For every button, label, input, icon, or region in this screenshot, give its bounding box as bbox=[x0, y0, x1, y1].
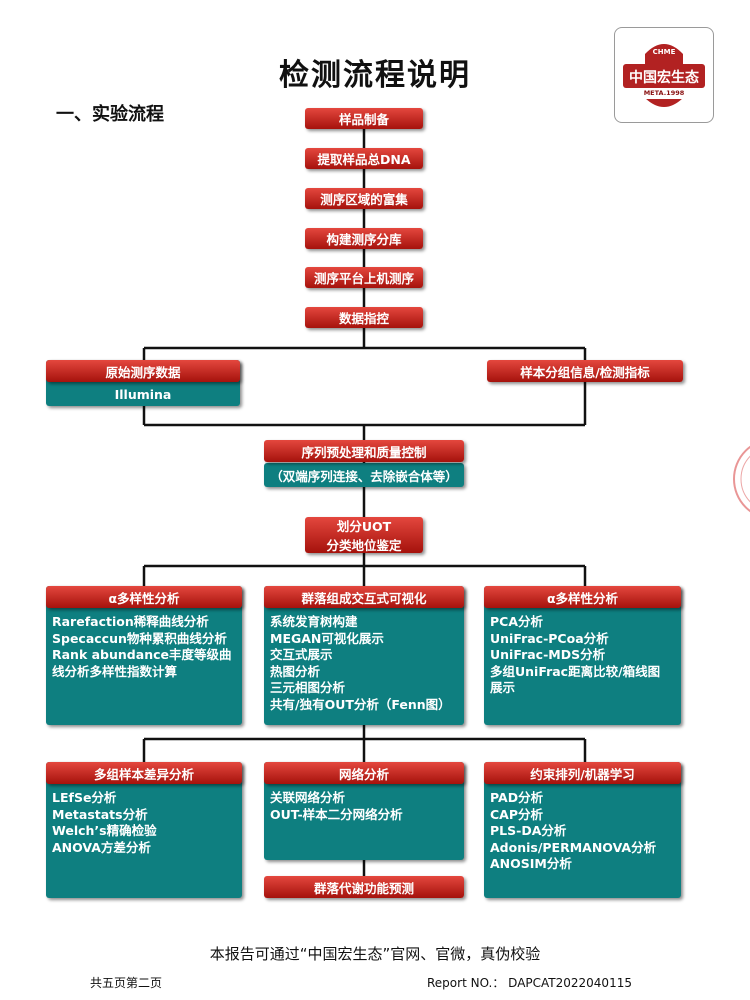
logo-seal-icon bbox=[623, 44, 705, 107]
analysis-line: PCA分析 bbox=[490, 614, 544, 629]
analysis-line: Adonis/PERMANOVA分析 bbox=[490, 839, 657, 855]
group-difference-title: 多组样本差异分析 bbox=[46, 762, 242, 784]
step-dna-extraction: 提取样品总DNA bbox=[305, 148, 423, 169]
community-visualization-title: 群落组成交互式可视化 bbox=[264, 586, 464, 608]
raw-data-content: Illumina bbox=[114, 386, 172, 402]
group-difference-box: LEfSe分析 Metastats分析 Welch’s精确检验 ANOVA方差分… bbox=[46, 762, 242, 898]
analysis-line: ANOSIM分析 bbox=[490, 856, 572, 871]
preprocess-content: （双端序列连接、去除嵌合体等） bbox=[264, 463, 464, 487]
logo-top-text: CHME bbox=[652, 48, 676, 56]
analysis-line: UniFrac-MDS分析 bbox=[490, 647, 606, 662]
analysis-line: Welch’s精确检验 bbox=[52, 823, 157, 838]
constrained-ordination-title: 约束排列/机器学习 bbox=[484, 762, 681, 784]
report-number: Report NO.： DAPCAT2022040115 bbox=[427, 976, 632, 990]
logo-bottom-text: META.1998 bbox=[643, 89, 685, 97]
sample-info-box: 样本分组信息/检测指标 bbox=[487, 360, 683, 382]
analysis-line: 线分析多样性指数计算 bbox=[52, 663, 178, 679]
beta-diversity-box: PCA分析 UniFrac-PCoa分析 UniFrac-MDS分析 多组Uni… bbox=[484, 586, 681, 725]
analysis-line: 交互式展示 bbox=[270, 647, 333, 662]
analysis-line: 展示 bbox=[490, 680, 516, 695]
step-sequencing: 测序平台上机测序 bbox=[305, 267, 423, 288]
page-indicator: 共五页第二页 bbox=[90, 976, 163, 990]
metabolic-prediction-box: 群落代谢功能预测 bbox=[264, 876, 464, 898]
step-sample-prep: 样品制备 bbox=[305, 108, 423, 129]
analysis-line: LEfSe分析 bbox=[52, 790, 117, 805]
chme-logo: CHME 中国宏生态 META.1998 bbox=[614, 27, 714, 123]
analysis-line: 系统发育树构建 bbox=[270, 614, 358, 629]
otu-box: 划分UOT 分类地位鉴定 bbox=[305, 517, 423, 553]
analysis-line: 共有/独有OUT分析（Fenn图） bbox=[270, 696, 451, 712]
step-region-enrichment: 测序区域的富集 bbox=[305, 188, 423, 209]
otu-line-1: 划分UOT bbox=[336, 519, 392, 534]
alpha-diversity-box: Rarefaction稀释曲线分析 Specaccun物种累积曲线分析 Rank… bbox=[46, 586, 242, 725]
stamp-edge-icon bbox=[733, 445, 750, 513]
network-analysis-title: 网络分析 bbox=[264, 762, 464, 784]
analysis-line: MEGAN可视化展示 bbox=[270, 630, 384, 646]
analysis-line: 多组UniFrac距离比较/箱线图 bbox=[490, 663, 661, 679]
analysis-line: PLS-DA分析 bbox=[490, 823, 567, 838]
step-data-control: 数据指控 bbox=[305, 307, 423, 328]
analysis-line: Rank abundance丰度等级曲 bbox=[52, 647, 232, 662]
page-title: 检测流程说明 bbox=[279, 58, 471, 93]
alpha-diversity-title: α多样性分析 bbox=[46, 586, 242, 608]
step-library-build: 构建测序分库 bbox=[305, 228, 423, 249]
raw-data-title: 原始测序数据 bbox=[46, 360, 240, 382]
analysis-line: ANOVA方差分析 bbox=[52, 839, 151, 855]
verification-note: 本报告可通过“中国宏生态”官网、官微，真伪校验 bbox=[209, 945, 541, 963]
beta-diversity-title: α多样性分析 bbox=[484, 586, 681, 608]
analysis-line: Rarefaction稀释曲线分析 bbox=[52, 614, 209, 629]
preprocess-title: 序列预处理和质量控制 bbox=[264, 440, 464, 462]
analysis-line: OUT-样本二分网络分析 bbox=[270, 806, 403, 822]
analysis-line: Metastats分析 bbox=[52, 806, 148, 822]
analysis-line: PAD分析 bbox=[490, 790, 544, 805]
otu-line-2: 分类地位鉴定 bbox=[326, 538, 402, 553]
analysis-line: 三元相图分析 bbox=[270, 680, 346, 695]
section-heading: 一、实验流程 bbox=[56, 104, 164, 125]
constrained-ordination-box: PAD分析 CAP分析 PLS-DA分析 Adonis/PERMANOVA分析 … bbox=[484, 762, 681, 898]
analysis-line: 关联网络分析 bbox=[270, 790, 346, 805]
community-visualization-box: 系统发育树构建 MEGAN可视化展示 交互式展示 热图分析 三元相图分析 共有/… bbox=[264, 586, 464, 725]
logo-main-text: 中国宏生态 bbox=[629, 70, 699, 86]
analysis-line: CAP分析 bbox=[490, 806, 544, 822]
analysis-line: UniFrac-PCoa分析 bbox=[490, 630, 609, 646]
analysis-line: 热图分析 bbox=[270, 663, 321, 679]
analysis-line: Specaccun物种累积曲线分析 bbox=[52, 630, 227, 646]
